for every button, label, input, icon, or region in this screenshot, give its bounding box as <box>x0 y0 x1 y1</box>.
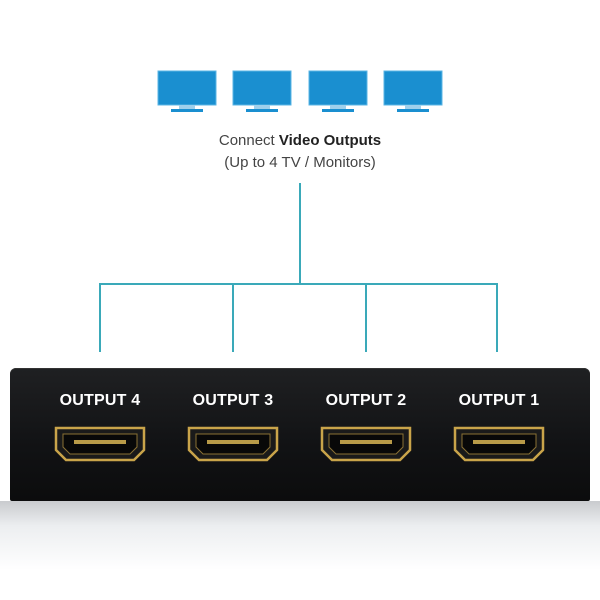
output-label: OUTPUT 3 <box>192 392 274 409</box>
caption-line-2: (Up to 4 TV / Monitors) <box>224 154 376 171</box>
caption-line-1: Connect Video Outputs <box>0 130 600 152</box>
hdmi-port-icon[interactable] <box>453 426 545 462</box>
device-reflection <box>0 501 600 600</box>
hdmi-port-icon[interactable] <box>320 426 412 462</box>
monitor-icon <box>232 70 292 112</box>
output-label: OUTPUT 2 <box>325 392 407 409</box>
output-4: OUTPUT 4 <box>40 392 160 462</box>
output-3: OUTPUT 3 <box>173 392 293 462</box>
caption-bold: Video Outputs <box>278 132 382 149</box>
monitor-icon <box>383 70 443 112</box>
monitor-icon <box>157 70 217 112</box>
hdmi-port-icon[interactable] <box>187 426 279 462</box>
hdmi-splitter: OUTPUT 4 OUTPUT 3 OUTPUT 2 OUTPUT 1 <box>10 368 590 501</box>
caption: Connect Video Outputs (Up to 4 TV / Moni… <box>0 130 600 174</box>
monitor-row <box>0 70 600 114</box>
output-2: OUTPUT 2 <box>306 392 426 462</box>
caption-prefix: Connect <box>218 132 279 149</box>
output-label: OUTPUT 4 <box>59 392 141 409</box>
output-1: OUTPUT 1 <box>439 392 559 462</box>
output-label: OUTPUT 1 <box>458 392 540 409</box>
hdmi-port-icon[interactable] <box>54 426 146 462</box>
monitor-icon <box>308 70 368 112</box>
